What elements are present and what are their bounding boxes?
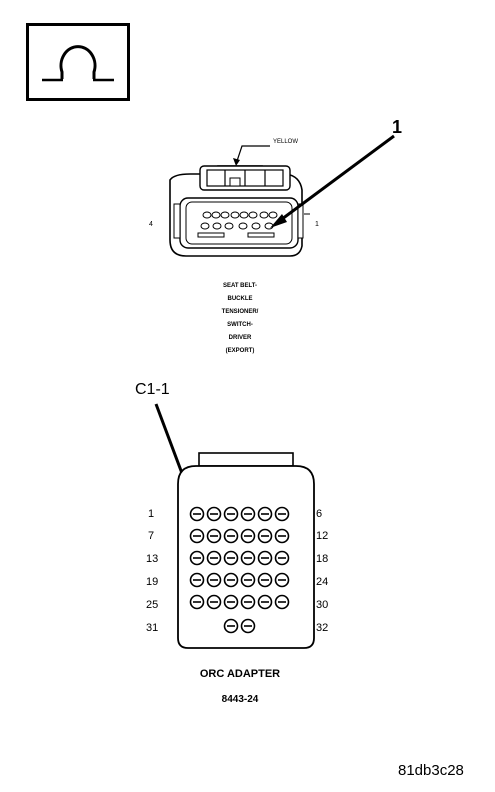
seat-belt-connector-drawing bbox=[169, 134, 395, 257]
pin-grid bbox=[189, 506, 290, 634]
caption-line: DRIVER bbox=[228, 335, 252, 341]
row-label-right: 18 bbox=[316, 553, 329, 565]
adapter-name: ORC ADAPTER bbox=[199, 668, 281, 680]
row-label-right: 30 bbox=[316, 599, 329, 611]
wire-color-label: YELLOW bbox=[273, 139, 299, 145]
row-label-right: 24 bbox=[316, 576, 329, 588]
pin-label-left: 4 bbox=[149, 221, 153, 228]
row-label-left: 19 bbox=[146, 576, 159, 588]
adapter-part-number: 8443-24 bbox=[221, 694, 259, 705]
ohm-icon bbox=[26, 23, 130, 101]
figure-id: 81db3c28 bbox=[398, 762, 464, 779]
row-label-right: 32 bbox=[316, 622, 329, 634]
row-label-left: 1 bbox=[148, 508, 155, 520]
row-label-right: 12 bbox=[316, 530, 329, 542]
c1-1-callout: C1-1 bbox=[135, 381, 170, 398]
orc-adapter-drawing bbox=[154, 403, 315, 649]
connector-caption: SEAT BELT- BUCKLE TENSIONER/ SWITCH- DRI… bbox=[198, 280, 282, 358]
row-label-right: 6 bbox=[316, 508, 323, 520]
caption-line: SEAT BELT- bbox=[222, 283, 258, 289]
caption-line: TENSIONER/ bbox=[221, 309, 259, 315]
caption-line: (EXPORT) bbox=[225, 348, 255, 354]
row-label-left: 31 bbox=[146, 622, 159, 634]
row-label-left: 25 bbox=[146, 599, 159, 611]
pin-label-right: 1 bbox=[315, 221, 319, 228]
caption-line: BUCKLE bbox=[227, 296, 253, 302]
row-label-left: 7 bbox=[148, 530, 155, 542]
caption-line: SWITCH- bbox=[227, 322, 253, 328]
callout-number: 1 bbox=[392, 117, 403, 137]
row-label-left: 13 bbox=[146, 553, 159, 565]
